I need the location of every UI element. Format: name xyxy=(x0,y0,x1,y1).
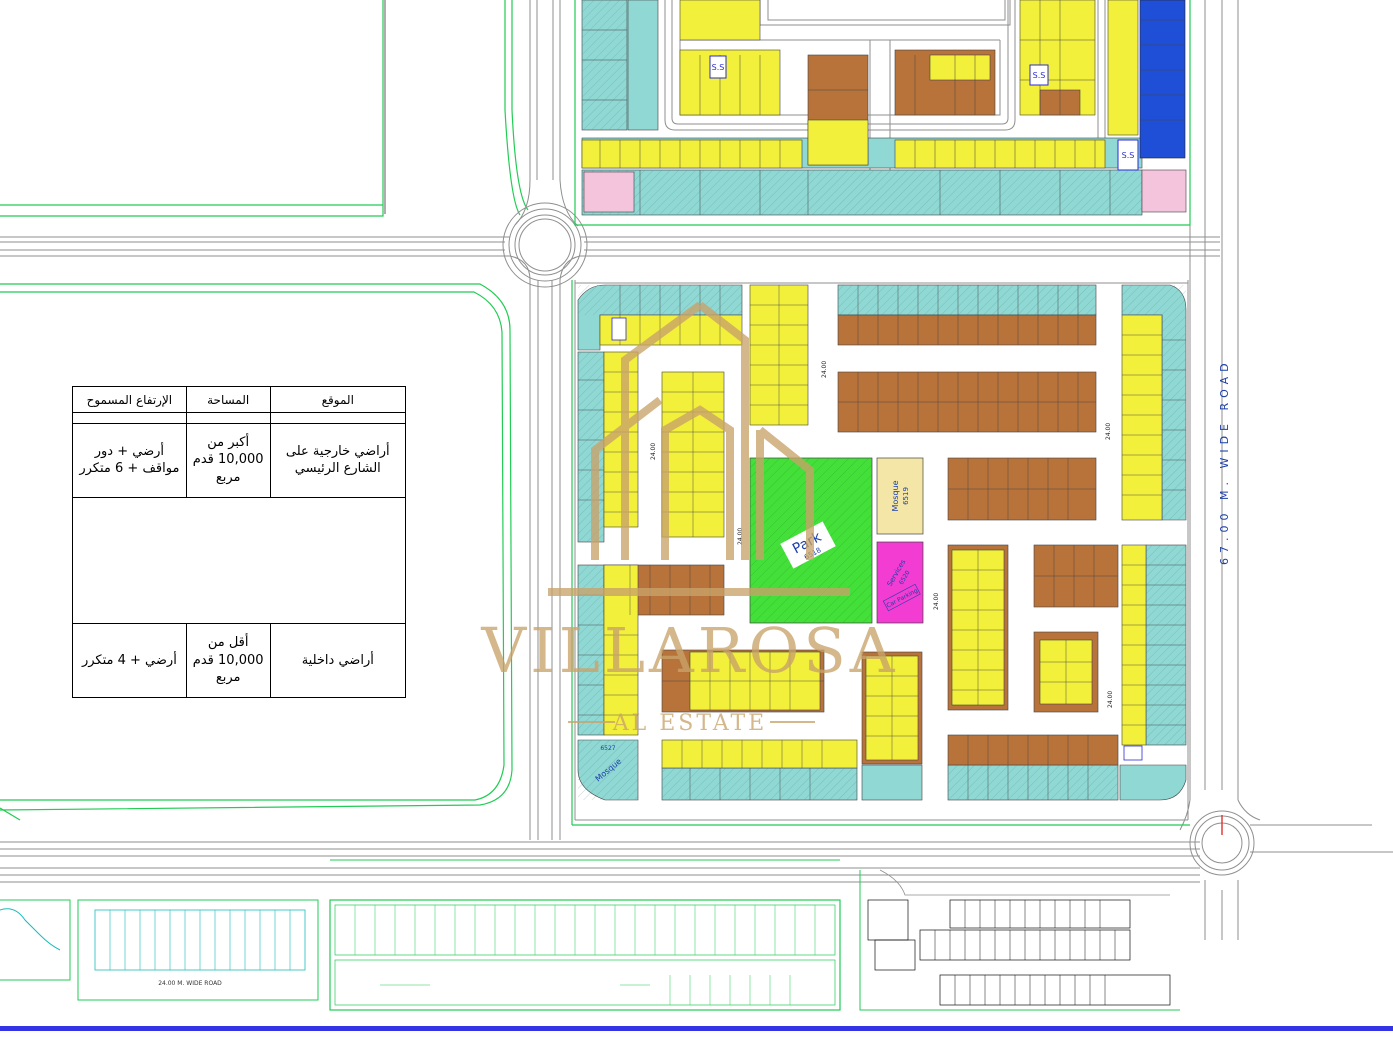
table-header-row: الموقع المساحة الإرتفاع المسموح xyxy=(72,385,407,414)
road-width-label: 24.00 xyxy=(821,361,828,378)
watermark-tagline: AL ESTATE xyxy=(612,711,768,736)
substation-south-right xyxy=(1123,745,1143,761)
vacant-land-outlines xyxy=(0,0,529,821)
table-empty-row xyxy=(72,496,406,625)
table-row: أراضي خارجية على الشارع الرئيسي أكبر من … xyxy=(72,422,407,498)
substation-label: S.S xyxy=(1122,151,1135,160)
mosque-id: 6519 xyxy=(902,487,910,505)
wide-road-label: 67.00 M. WIDE ROAD xyxy=(1218,358,1231,565)
zoning-table: الموقع المساحة الإرتفاع المسموح أراضي خا… xyxy=(72,385,407,698)
substation-label: S.S xyxy=(712,63,725,72)
header-height: الإرتفاع المسموح xyxy=(72,385,187,414)
substation-south xyxy=(611,317,627,341)
development-boundary xyxy=(571,0,1191,826)
roundabout-north xyxy=(502,202,588,288)
cell-area: أقل من 10,000 قدم مربع xyxy=(185,623,271,698)
road-width-label: 24.00 xyxy=(1107,691,1114,708)
mosque2-id: 6527 xyxy=(600,745,615,752)
bottom-plots: 24.00 M. WIDE ROAD xyxy=(0,859,1180,1011)
table-row: أراضي داخلية أقل من 10,000 قدم مربع أرضي… xyxy=(72,623,407,698)
cell-height: أرضي + 4 متكرر xyxy=(72,623,187,698)
north-block: S.S S.S S.S xyxy=(581,0,1187,216)
road-width-label: 24.00 xyxy=(737,528,744,545)
mosque-label: Mosque xyxy=(891,480,900,511)
services-plot: Services 6520 Car Parking xyxy=(876,541,924,624)
bottom-border-band xyxy=(0,1026,1393,1031)
cell-area: أكبر من 10,000 قدم مربع xyxy=(185,422,271,498)
cell-location: أراضي خارجية على الشارع الرئيسي xyxy=(269,422,407,498)
watermark: VILLAROSA AL ESTATE xyxy=(480,301,898,736)
watermark-brand: VILLAROSA xyxy=(480,614,898,687)
bottom-road-label: 24.00 M. WIDE ROAD xyxy=(158,980,222,987)
road-width-label: 24.00 xyxy=(650,443,657,460)
mosque-plot: Mosque 6519 xyxy=(876,457,924,535)
cell-height: أرضي + دور مواقف + 6 متكرر xyxy=(72,422,187,498)
substation-north-right: S.S xyxy=(1029,64,1049,86)
roundabout-south xyxy=(1189,810,1255,876)
substation-north-left: S.S xyxy=(709,55,727,79)
cell-location: أراضي داخلية xyxy=(269,623,407,698)
road-width-label: 24.00 xyxy=(933,593,940,610)
table-spacer-row xyxy=(72,412,407,424)
south-block: Park 6518 Mosque 6519 Services 6520 Car … xyxy=(577,284,1187,801)
substation-label: S.S xyxy=(1033,71,1046,80)
header-location: الموقع xyxy=(269,385,407,414)
road-width-label: 24.00 xyxy=(1105,423,1112,440)
substation-north-far: S.S xyxy=(1117,139,1139,171)
header-area: المساحة xyxy=(185,385,271,414)
